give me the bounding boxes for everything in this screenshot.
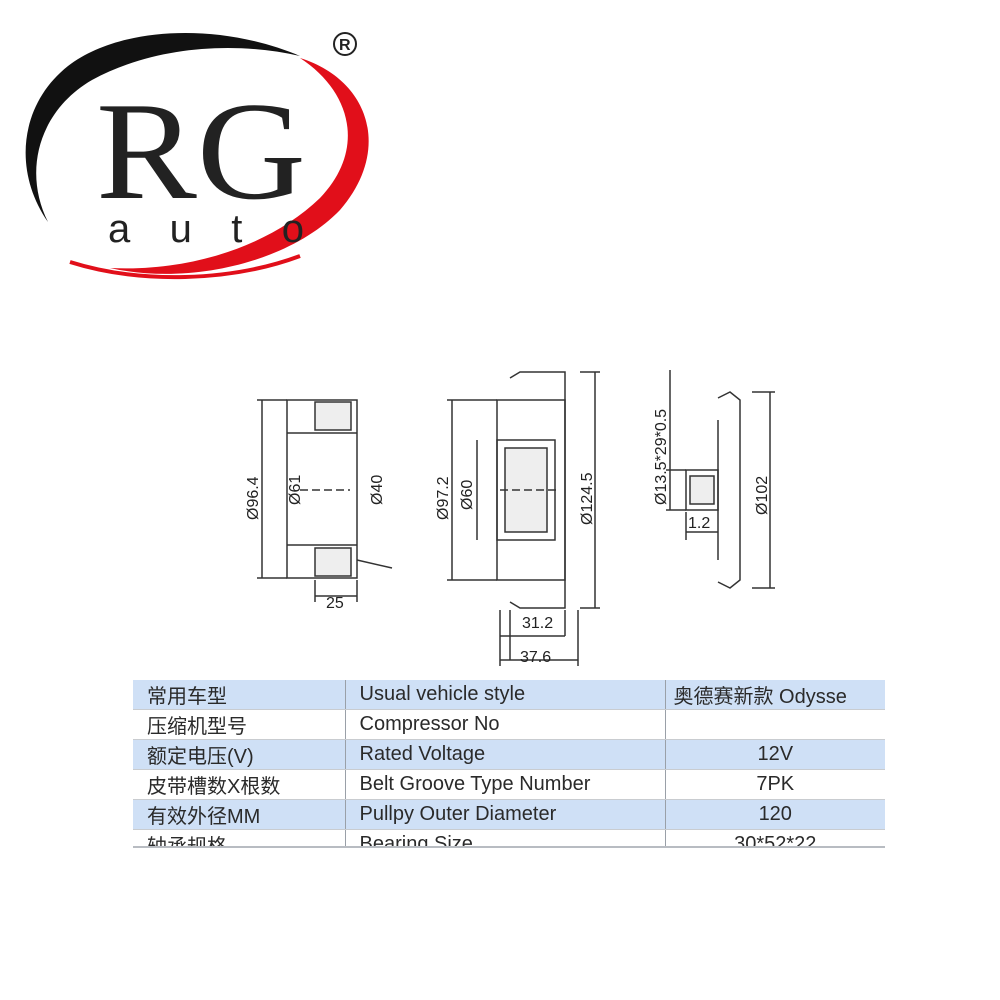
rg-auto-logo: RG auto R [25, 32, 369, 280]
dim-label: Ø13.5*29*0.5 [653, 409, 670, 505]
view-1-bearing [257, 399, 393, 602]
technical-drawing: Ø96.4 Ø61 Ø40 25 Ø97.2 Ø60 Ø124.5 31.2 3… [245, 370, 775, 666]
registered-mark-circle [333, 32, 357, 56]
spec-label-zh: 额定电压(V) [133, 739, 346, 770]
table-row: 额定电压(V) Rated Voltage 12V [133, 739, 885, 770]
dim-label: Ø61 [287, 475, 304, 505]
dim-label: Ø97.2 [435, 476, 452, 520]
spec-value: 12V [665, 739, 885, 770]
spec-label-zh: 常用车型 [133, 680, 346, 710]
spec-label-en: Usual vehicle style [345, 680, 666, 710]
dim-label: Ø124.5 [579, 472, 596, 525]
spec-value: 120 [665, 799, 885, 830]
dim-label: 37.6 [520, 649, 551, 666]
dim-label: Ø60 [459, 480, 476, 510]
spec-table: 常用车型 Usual vehicle style 奥德赛新款 Odysse 压缩… [133, 680, 885, 860]
table-crop-mask [120, 846, 900, 876]
spec-label-zh: 有效外径MM [133, 799, 346, 830]
dim-label: 1.2 [688, 515, 710, 532]
dim-label: Ø96.4 [245, 476, 262, 520]
logo-letters: RG [96, 74, 306, 229]
logo-red-swoosh [110, 58, 369, 274]
table-row: 有效外径MM Pullpy Outer Diameter 120 [133, 799, 885, 830]
spec-value [665, 709, 885, 740]
logo-red-underline [69, 254, 301, 280]
view-2-pulley [447, 371, 600, 666]
registered-mark-letter: R [339, 37, 351, 54]
table-row: 皮带槽数X根数 Belt Groove Type Number 7PK [133, 769, 885, 800]
table-row: 常用车型 Usual vehicle style 奥德赛新款 Odysse [133, 680, 885, 710]
spec-label-en: Compressor No [345, 709, 666, 740]
spec-label-en: Belt Groove Type Number [345, 769, 666, 800]
dim-label: 31.2 [522, 615, 553, 632]
dim-label: Ø40 [369, 475, 386, 505]
view-3-hub [666, 370, 775, 589]
spec-label-en: Pullpy Outer Diameter [345, 799, 666, 830]
spec-label-zh: 压缩机型号 [133, 709, 346, 740]
dim-label: 25 [326, 595, 344, 612]
table-row: 压缩机型号 Compressor No [133, 709, 885, 740]
spec-label-zh: 皮带槽数X根数 [133, 769, 346, 800]
spec-value: 奥德赛新款 Odysse [665, 680, 885, 710]
dim-label: Ø102 [754, 476, 771, 515]
spec-label-en: Rated Voltage [345, 739, 666, 770]
spec-value: 7PK [665, 769, 885, 800]
